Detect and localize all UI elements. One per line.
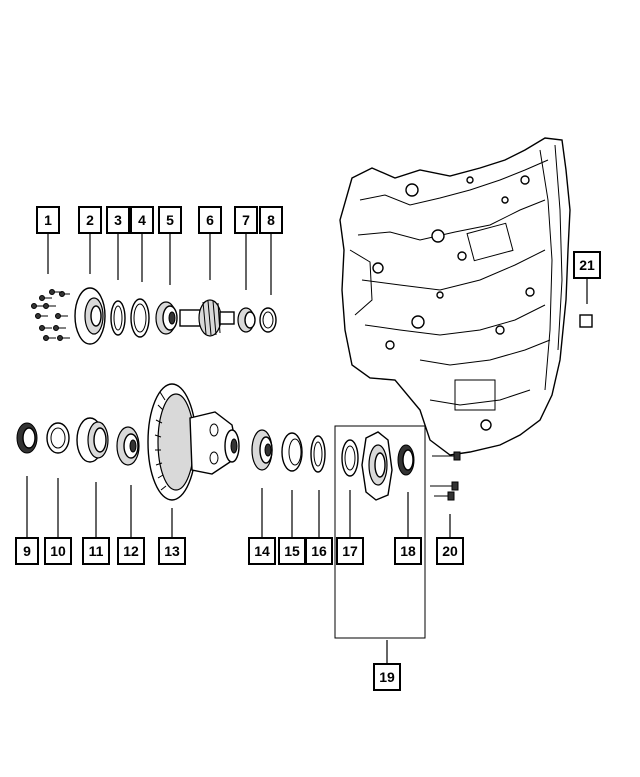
part-15-race — [281, 432, 303, 472]
callout-21: 21 — [573, 251, 601, 279]
transmission-case — [339, 137, 571, 456]
svg-text:6: 6 — [206, 212, 214, 228]
callout-17: 17 — [336, 537, 364, 565]
svg-text:13: 13 — [164, 543, 180, 559]
part-7-bearing — [237, 307, 256, 333]
svg-text:3: 3 — [114, 212, 122, 228]
leader-lines — [26, 233, 588, 664]
part-12-bearing — [116, 426, 140, 466]
svg-text:4: 4 — [138, 212, 146, 228]
callout-11: 11 — [82, 537, 110, 565]
svg-text:10: 10 — [50, 543, 66, 559]
svg-text:17: 17 — [342, 543, 358, 559]
callout-4: 4 — [130, 206, 154, 234]
part-11-bearing-cup — [76, 417, 109, 463]
svg-text:14: 14 — [254, 543, 270, 559]
svg-text:11: 11 — [89, 543, 104, 559]
part-13-differential — [147, 383, 240, 501]
part-14-bearing — [251, 429, 273, 471]
callout-1: 1 — [36, 206, 60, 234]
part-10-shim — [46, 422, 70, 454]
part-1-bolts — [31, 289, 70, 341]
svg-text:2: 2 — [86, 212, 94, 228]
callout-14: 14 — [248, 537, 276, 565]
svg-text:21: 21 — [579, 257, 595, 273]
part-21-plug — [579, 314, 593, 328]
callout-10: 10 — [44, 537, 72, 565]
callout-16: 16 — [305, 537, 333, 565]
svg-text:19: 19 — [379, 669, 395, 685]
svg-text:8: 8 — [267, 212, 275, 228]
part-20-bolts — [430, 451, 461, 501]
svg-text:9: 9 — [23, 543, 31, 559]
svg-text:5: 5 — [166, 212, 174, 228]
svg-text:18: 18 — [400, 543, 416, 559]
svg-text:7: 7 — [242, 212, 250, 228]
callout-3: 3 — [106, 206, 130, 234]
callout-18: 18 — [394, 537, 422, 565]
svg-text:12: 12 — [123, 543, 139, 559]
part-18-seal — [397, 444, 415, 476]
part-4-race — [130, 298, 150, 338]
callout-8: 8 — [259, 206, 283, 234]
callout-9: 9 — [15, 537, 39, 565]
callout-5: 5 — [158, 206, 182, 234]
part-5-bearing — [155, 301, 178, 335]
part-6-gear-shaft — [179, 299, 235, 337]
callout-2: 2 — [78, 206, 102, 234]
callout-15: 15 — [278, 537, 306, 565]
callout-20: 20 — [436, 537, 464, 565]
callout-19: 19 — [373, 663, 401, 691]
part-2-retainer — [74, 287, 106, 345]
callout-13: 13 — [158, 537, 186, 565]
svg-text:15: 15 — [284, 543, 300, 559]
svg-text:20: 20 — [442, 543, 458, 559]
part-19-group-frame — [334, 425, 426, 639]
callout-12: 12 — [117, 537, 145, 565]
part-16-shim — [310, 435, 326, 473]
part-3-shim — [110, 300, 126, 336]
part-9-seal — [16, 422, 38, 454]
svg-text:1: 1 — [44, 212, 52, 228]
callout-7: 7 — [234, 206, 258, 234]
part-8-race — [259, 307, 277, 333]
svg-text:16: 16 — [311, 543, 327, 559]
part-19-cover-assembly — [361, 431, 393, 501]
callout-6: 6 — [198, 206, 222, 234]
part-17-gasket — [341, 439, 359, 477]
